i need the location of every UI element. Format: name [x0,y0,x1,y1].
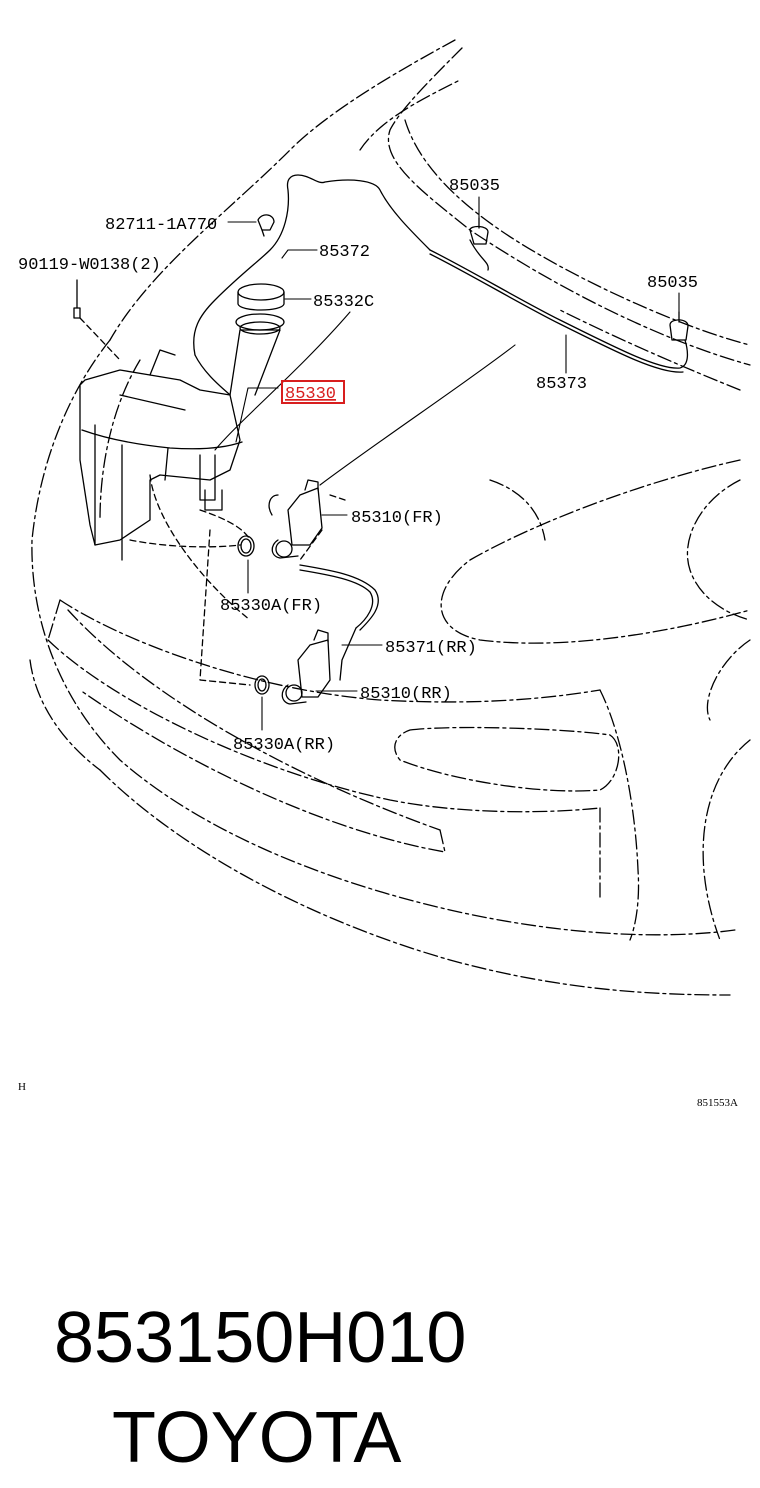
filler-neck-drawing [229,283,285,396]
assembly-lines [129,474,346,686]
nozzle-left-drawing [469,217,489,245]
label-pump-fr[interactable]: 85310(FR) [351,509,443,528]
grommet-fr-drawing [237,535,255,557]
label-bolt[interactable]: 90119-W0138(2) [18,256,161,275]
grommet-rr-drawing [254,675,270,695]
label-hose-rr[interactable]: 85371(RR) [385,639,477,658]
label-inlet-cap[interactable]: 85332C [313,293,374,312]
pump-fr-drawing [268,479,323,559]
label-jar[interactable]: 85330 [285,385,336,404]
brand-name: TOYOTA [112,1398,402,1478]
fog-lamp-outline [394,726,620,792]
clip-drawing [257,214,275,237]
label-grommet-fr[interactable]: 85330A(FR) [220,597,322,616]
label-hose-hood[interactable]: 85373 [536,375,587,394]
part-number: 853150H010 [54,1298,467,1378]
hose-rr-drawing [299,564,379,681]
bolt-drawing [73,279,121,361]
washer-jar-drawing [79,349,243,561]
label-nozzle-right[interactable]: 85035 [647,274,698,293]
label-pump-rr[interactable]: 85310(RR) [360,685,452,704]
figure-code: 851553A [697,1097,738,1109]
nozzle-right-drawing [669,311,689,341]
hood-outline [109,39,751,391]
pump-rr-drawing [281,629,331,705]
label-nozzle-left[interactable]: 85035 [449,177,500,196]
label-clip[interactable]: 82711-1A770 [105,216,217,235]
label-hose-main[interactable]: 85372 [319,243,370,262]
hose-main-drawing [193,174,689,396]
headlamp-outline [440,459,751,941]
parts-diagram: 82711-1A770 90119-W0138(2) 85372 85332C … [18,39,751,1109]
highlight-box [281,380,345,404]
leader-lines [214,196,680,731]
caption: 853150H010 TOYOTA [14,1188,754,1478]
bumper-body-lines [29,339,736,996]
corner-mark: H [18,1081,26,1093]
label-grommet-rr[interactable]: 85330A(RR) [233,736,335,755]
